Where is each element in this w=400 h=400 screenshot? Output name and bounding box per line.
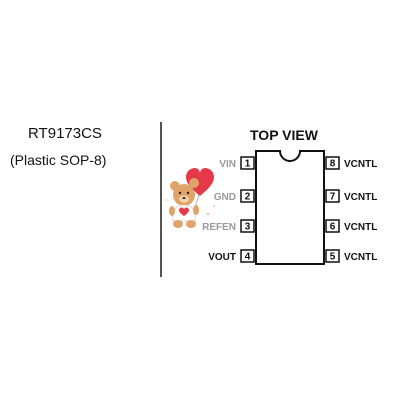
view-title: TOP VIEW xyxy=(250,127,318,143)
pin-name: VIN xyxy=(219,159,236,170)
right-pin-5: 5 VCNTL xyxy=(325,249,377,263)
bear-arm-left xyxy=(169,206,175,216)
bear-nose xyxy=(182,197,186,199)
bear-leg-left xyxy=(173,220,183,228)
pin-number: 2 xyxy=(245,192,251,203)
pin-number: 7 xyxy=(330,192,336,203)
ic-body xyxy=(255,150,325,265)
pin-name: REFEN xyxy=(202,222,236,233)
pin-name: VCNTL xyxy=(344,159,377,170)
sparkle-dot xyxy=(207,213,209,215)
pin-box xyxy=(240,219,255,233)
bear-leg-right xyxy=(186,220,196,228)
right-pin-7: 7 VCNTL xyxy=(325,189,377,203)
pin-name: VCNTL xyxy=(344,192,377,203)
bear-eye-left xyxy=(178,191,182,195)
divider-line xyxy=(160,122,162,277)
pin-number: 4 xyxy=(245,252,251,263)
left-pin-1: 1 VIN xyxy=(219,156,255,170)
left-pin-3: 3 REFEN xyxy=(202,219,255,233)
shirt-heart-icon xyxy=(179,207,189,216)
pin-name: VOUT xyxy=(208,252,236,263)
pin-name: GND xyxy=(214,192,236,203)
pin-name: VCNTL xyxy=(344,222,377,233)
bear-arm-right xyxy=(193,205,199,215)
part-number: RT9173CS xyxy=(28,125,102,142)
bear-eye-right xyxy=(186,191,190,195)
pin-box xyxy=(325,249,340,263)
pin-number: 3 xyxy=(245,222,251,233)
right-pin-8: 8 VCNTL xyxy=(325,156,377,170)
left-pin-4: 4 VOUT xyxy=(208,249,255,263)
pin-number: 1 xyxy=(245,159,251,170)
teddy-bear-with-heart-balloon-icon xyxy=(165,168,215,228)
left-pin-2: 2 GND xyxy=(214,189,255,203)
sparkle-dot xyxy=(213,205,215,207)
pin-name: VCNTL xyxy=(344,252,377,263)
bear-head xyxy=(173,184,195,206)
pin-box xyxy=(240,189,255,203)
pin-number: 8 xyxy=(330,159,336,170)
pin-number: 6 xyxy=(330,222,336,233)
right-pin-6: 6 VCNTL xyxy=(325,219,377,233)
pin-box xyxy=(240,156,255,170)
bear-ear-right xyxy=(189,178,199,188)
pin-box xyxy=(325,156,340,170)
pin-box xyxy=(325,219,340,233)
pin-box xyxy=(325,189,340,203)
package-type: (Plastic SOP-8) xyxy=(10,152,107,168)
pin-box xyxy=(240,249,255,263)
sparkle-dot xyxy=(165,199,167,201)
pin-number: 5 xyxy=(330,252,336,263)
